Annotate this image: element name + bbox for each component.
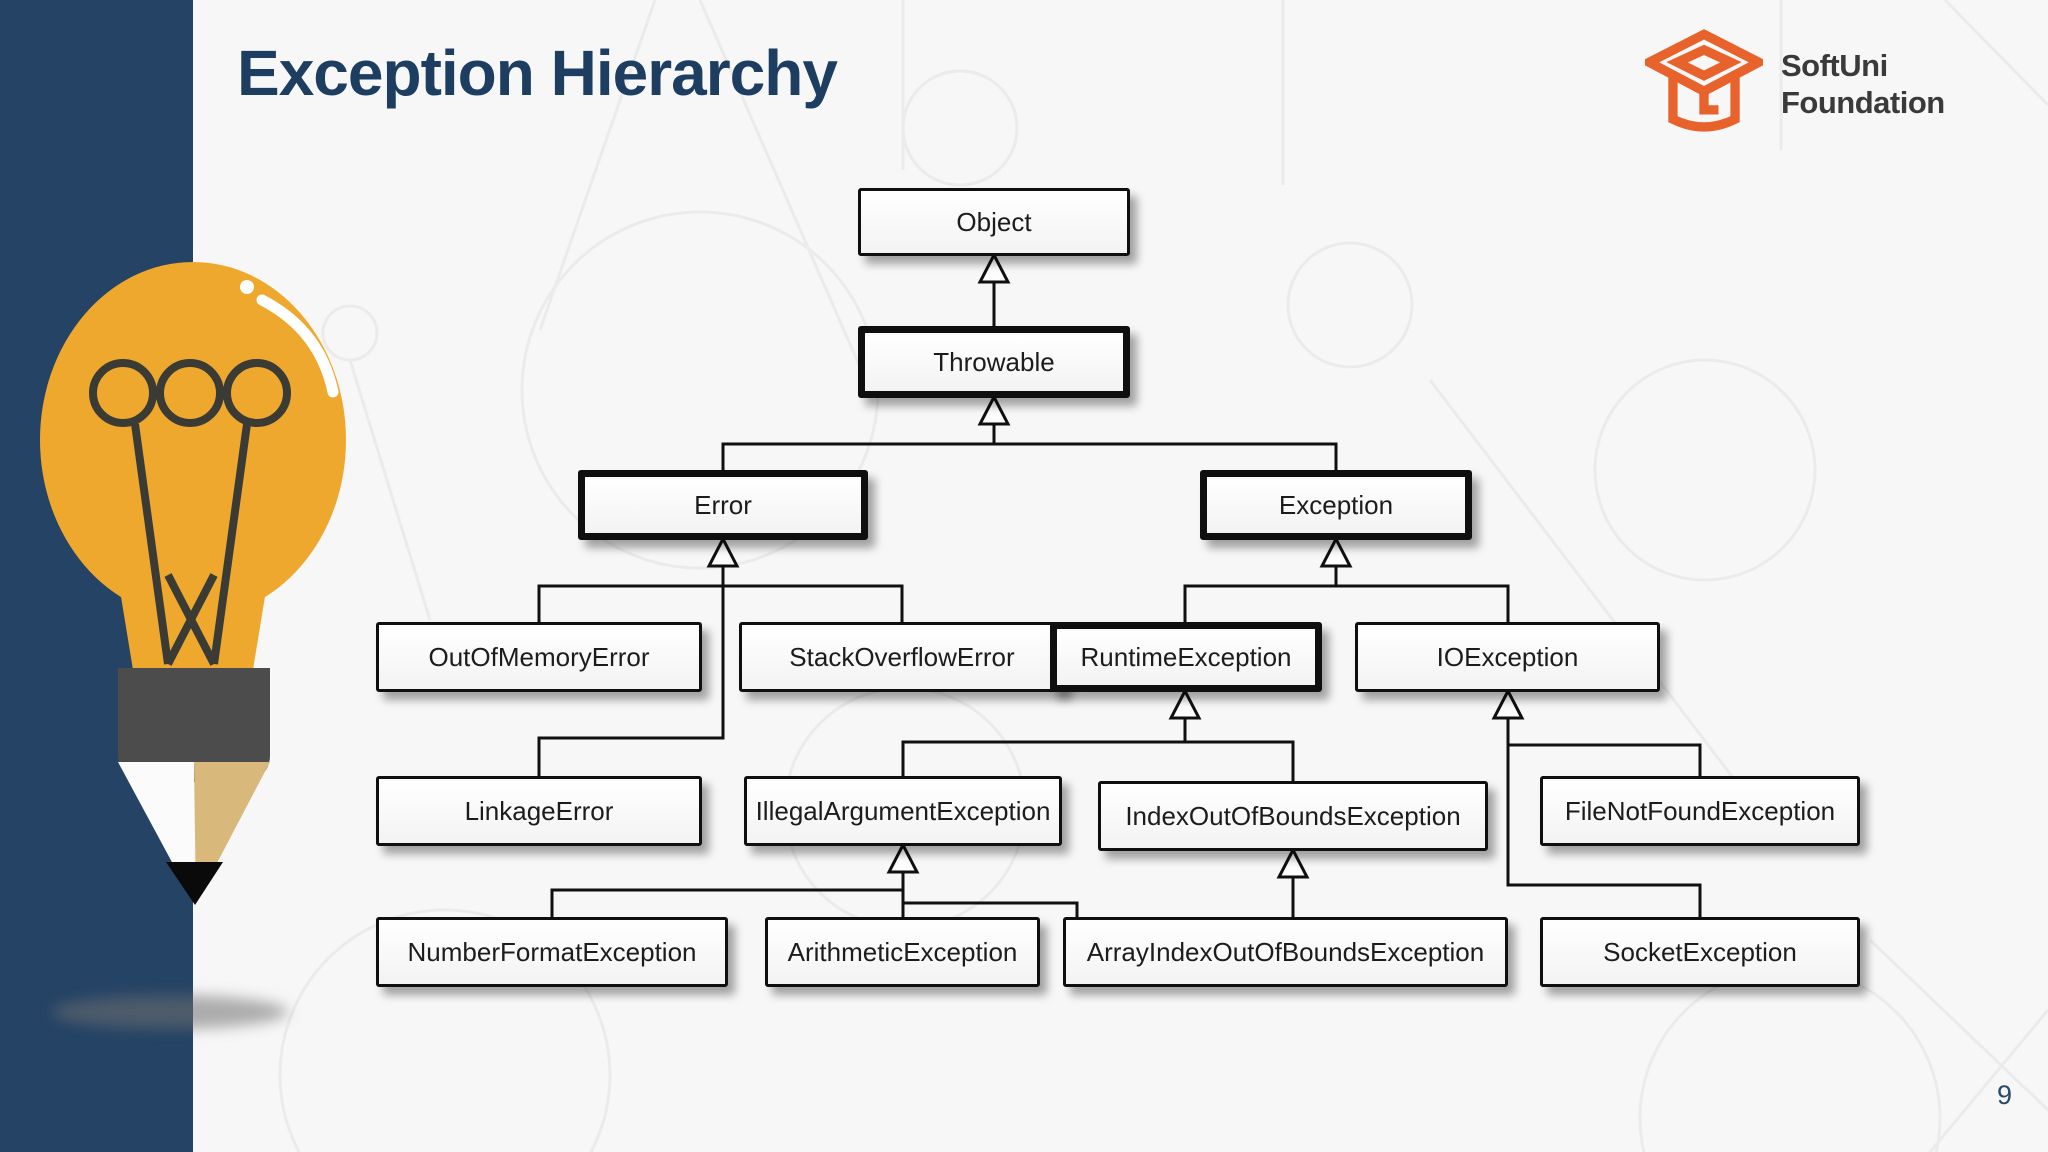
node-label: Exception (1278, 489, 1394, 520)
node-object: Object (858, 188, 1130, 256)
node-label: IndexOutOfBoundsException (1125, 800, 1461, 831)
node-stack-overflow-error: StackOverflowError (739, 622, 1065, 692)
node-exception: Exception (1200, 470, 1472, 540)
triangle-to-index-out-of-bounds-exception (1276, 846, 1310, 879)
node-label: ArrayIndexOutOfBoundsException (1086, 936, 1485, 967)
node-label: Throwable (933, 346, 1055, 377)
left-accent-panel (0, 0, 193, 1152)
triangle-to-io-exception (1491, 687, 1525, 720)
node-throwable: Throwable (858, 326, 1130, 398)
node-error: Error (578, 470, 868, 540)
node-index-out-of-bounds-exception: IndexOutOfBoundsException (1098, 781, 1488, 851)
triangle-to-runtime-exception (1168, 687, 1202, 720)
node-label: StackOverflowError (789, 641, 1015, 672)
node-linkage-error: LinkageError (376, 776, 702, 846)
softuni-logo-icon (1645, 29, 1763, 132)
triangle-to-exception (1319, 535, 1353, 568)
node-out-of-memory-error: OutOfMemoryError (376, 622, 702, 692)
node-illegal-argument-exception: IllegalArgumentException (744, 776, 1062, 846)
node-label: Error (694, 489, 752, 520)
node-number-format-exception: NumberFormatException (376, 917, 728, 987)
node-label: ArithmeticException (787, 936, 1018, 967)
triangle-to-throwable (977, 393, 1011, 426)
node-file-not-found-exception: FileNotFoundException (1540, 776, 1860, 846)
node-io-exception: IOException (1355, 622, 1660, 692)
node-label: FileNotFoundException (1564, 795, 1836, 826)
page-title: Exception Hierarchy (237, 37, 838, 109)
node-label: OutOfMemoryError (428, 641, 650, 672)
logo-line-1: SoftUni (1781, 48, 1888, 83)
softuni-logo: SoftUni Foundation (1645, 28, 1945, 140)
node-label: NumberFormatException (407, 936, 697, 967)
bulb-highlight-arc (256, 294, 339, 398)
logo-line-2: Foundation (1781, 85, 1945, 120)
triangle-to-illegal-argument-exception (886, 841, 920, 874)
pencil-wood-right (194, 762, 270, 903)
node-label: SocketException (1603, 936, 1797, 967)
node-array-index-out-of-bounds-exception: ArrayIndexOutOfBoundsException (1063, 917, 1508, 987)
node-socket-exception: SocketException (1540, 917, 1860, 987)
page-number: 9 (1996, 1080, 2012, 1110)
node-label: IOException (1436, 641, 1579, 672)
triangle-to-object (977, 251, 1011, 284)
node-label: LinkageError (464, 795, 614, 826)
node-runtime-exception: RuntimeException (1050, 622, 1322, 692)
softuni-logo-text: SoftUni Foundation (1781, 47, 1945, 121)
node-label: IllegalArgumentException (755, 795, 1051, 826)
node-label: Object (956, 206, 1032, 237)
triangle-to-error (706, 535, 740, 568)
bulb-highlight-dot (240, 280, 254, 294)
node-label: RuntimeException (1080, 641, 1292, 672)
node-arithmetic-exception: ArithmeticException (765, 917, 1040, 987)
